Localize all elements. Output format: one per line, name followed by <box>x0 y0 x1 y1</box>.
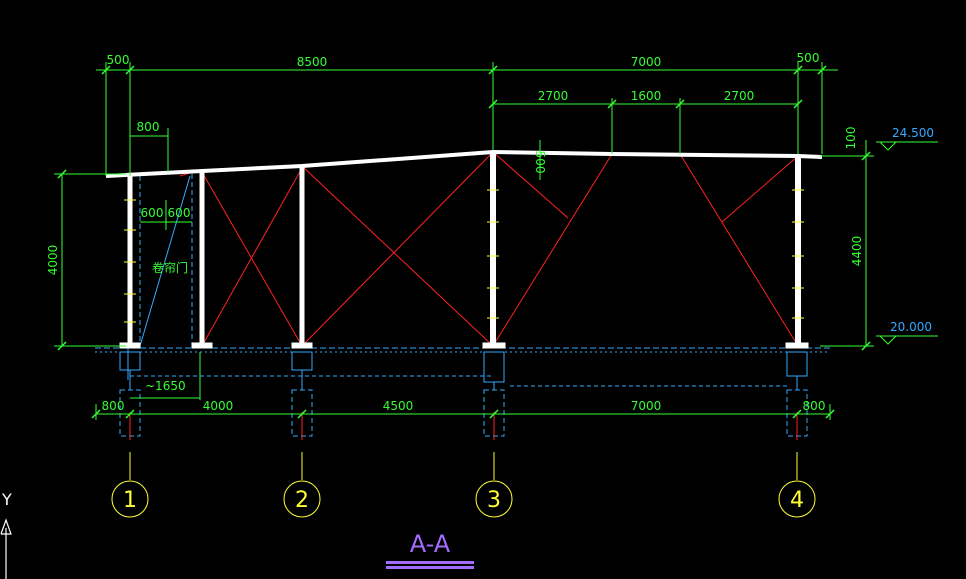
dim-sub-1: 2700 <box>538 89 569 103</box>
dim-height-right: 4400 <box>850 236 864 267</box>
steel-frame <box>105 149 823 349</box>
pile-centerlines <box>129 412 798 440</box>
grid-bubble-3 <box>475 480 513 518</box>
dim-left-overhang: 500 <box>107 53 130 67</box>
section-title: A-A <box>410 530 451 558</box>
dim-door-1: 600 <box>141 206 164 220</box>
dim-span-2: 7000 <box>631 55 662 69</box>
dim-bottom-right: 800 <box>803 399 826 413</box>
grid-label-1: 1 <box>123 488 137 513</box>
grid-bubble-2 <box>283 480 321 518</box>
ucs-icon <box>0 518 12 579</box>
column-girts <box>124 189 804 323</box>
dim-bottom-left: 800 <box>102 399 125 413</box>
elevation-top: 24.500 <box>892 126 934 140</box>
dim-sub-3: 2700 <box>724 89 755 103</box>
dim-bottom-span-1: 4000 <box>203 399 234 413</box>
dim-ridge-drop: 500 <box>533 151 547 174</box>
grid-bubble-4 <box>778 480 816 518</box>
foundations <box>95 174 830 437</box>
dim-approx: ~1650 <box>145 379 186 393</box>
door-label: 卷帘门 <box>152 260 188 275</box>
dim-bottom-span-3: 7000 <box>631 399 662 413</box>
title-underline-2 <box>386 566 474 569</box>
ucs-axis-label: Y <box>1 490 12 509</box>
grid-label-3: 3 <box>487 488 501 513</box>
dimension-ticks <box>57 65 871 419</box>
dim-door-2: 600 <box>168 206 191 220</box>
title-underline-1 <box>386 561 474 564</box>
dim-bottom-span-2: 4500 <box>383 399 414 413</box>
dim-right-overhang: 500 <box>797 51 820 65</box>
dim-canopy: 800 <box>137 120 160 134</box>
cross-bracing <box>179 151 799 347</box>
grid-bubble-1 <box>111 480 149 518</box>
elevation-ground: 20.000 <box>890 320 932 334</box>
dim-ridge: 100 <box>844 127 858 150</box>
dim-height-left: 4000 <box>46 245 60 276</box>
grid-axes <box>111 452 816 518</box>
dim-span-1: 8500 <box>297 55 328 69</box>
dim-sub-2: 1600 <box>631 89 662 103</box>
grid-label-2: 2 <box>295 488 309 513</box>
grid-label-4: 4 <box>790 488 804 513</box>
